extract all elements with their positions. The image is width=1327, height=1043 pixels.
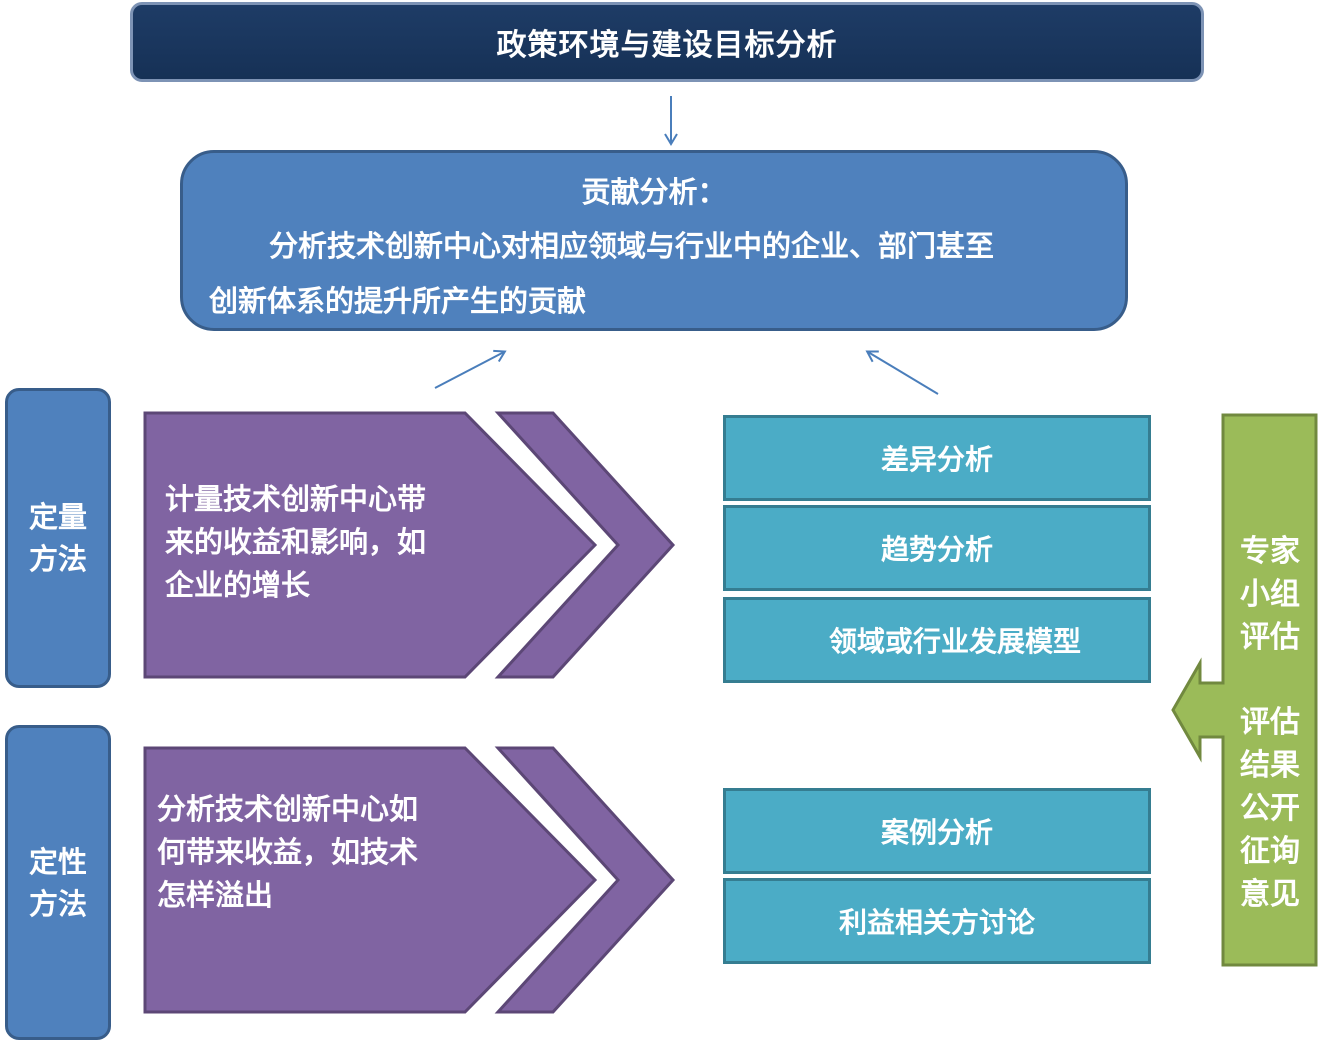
contribution-text-line1: 分析技术创新中心对相应领域与行业中的企业、部门甚至 [269, 229, 995, 263]
expert-line-7: 征询 [1240, 834, 1300, 869]
qualitative-description-line1: 分析技术创新中心如 [157, 792, 419, 826]
expert-line-6: 公开 [1240, 791, 1300, 826]
qualitative-label-line2: 方法 [28, 886, 87, 921]
trend-analysis-box: 趋势分析 [723, 505, 1151, 591]
quantitative-method-label: 定量 方法 [5, 388, 111, 688]
trend-analysis-label: 趋势分析 [880, 533, 993, 566]
expert-line-1: 专家 [1240, 534, 1300, 569]
qualitative-label-line1: 定性 [28, 844, 87, 879]
quantitative-chevron-back [494, 411, 676, 679]
qualitative-chevron-front [143, 746, 598, 1014]
difference-analysis-label: 差异分析 [880, 443, 993, 476]
contribution-box: 贡献分析： 分析技术创新中心对相应领域与行业中的企业、部门甚至 创新体系的提升所… [180, 150, 1128, 331]
stakeholder-discussion-label: 利益相关方讨论 [838, 906, 1035, 939]
qualitative-description-line3: 怎样溢出 [157, 878, 274, 912]
contribution-text-line2: 创新体系的提升所产生的贡献 [209, 284, 587, 318]
stakeholder-discussion-box: 利益相关方讨论 [723, 878, 1151, 964]
case-analysis-label: 案例分析 [880, 816, 993, 849]
industry-model-box: 领域或行业发展模型 [723, 597, 1151, 683]
expert-panel-bottom-text: 评估 结果 公开 征询 意见 [1228, 701, 1312, 916]
quantitative-description-line1: 计量技术创新中心带 [165, 482, 427, 516]
expert-line-2: 小组 [1240, 577, 1300, 612]
expert-line-5: 结果 [1240, 748, 1300, 783]
qualitative-description-line2: 何带来收益，如技术 [157, 835, 419, 869]
expert-line-8: 意见 [1240, 877, 1300, 912]
expert-panel-shape [1171, 413, 1318, 967]
quantitative-chevron [143, 411, 676, 679]
quantitative-description-line3: 企业的增长 [165, 568, 311, 602]
qualitative-chevron [143, 746, 676, 1014]
expert-panel-top-text: 专家 小组 评估 [1228, 530, 1312, 659]
expert-line-3: 评估 [1240, 620, 1300, 655]
qualitative-method-label: 定性 方法 [5, 725, 111, 1040]
qualitative-chevron-back [494, 746, 676, 1014]
qualitative-description: 分析技术创新中心如 何带来收益，如技术 怎样溢出 [157, 788, 418, 917]
up-left-arrow [865, 350, 939, 395]
expert-panel-arrow [1171, 413, 1318, 967]
quantitative-label-line1: 定量 [28, 500, 87, 534]
quantitative-chevron-front [143, 411, 598, 679]
case-analysis-box: 案例分析 [723, 788, 1151, 874]
title-bar: 政策环境与建设目标分析 [130, 2, 1204, 82]
industry-model-label: 领域或行业发展模型 [828, 625, 1081, 658]
difference-analysis-box: 差异分析 [723, 415, 1151, 501]
quantitative-description-line2: 来的收益和影响，如 [165, 525, 427, 559]
quantitative-label-line2: 方法 [28, 542, 87, 576]
contribution-heading: 贡献分析： [581, 175, 727, 209]
quantitative-description: 计量技术创新中心带 来的收益和影响，如 企业的增长 [165, 478, 426, 607]
expert-line-4: 评估 [1240, 705, 1300, 740]
up-right-arrow [434, 349, 507, 389]
title-text: 政策环境与建设目标分析 [496, 28, 838, 63]
